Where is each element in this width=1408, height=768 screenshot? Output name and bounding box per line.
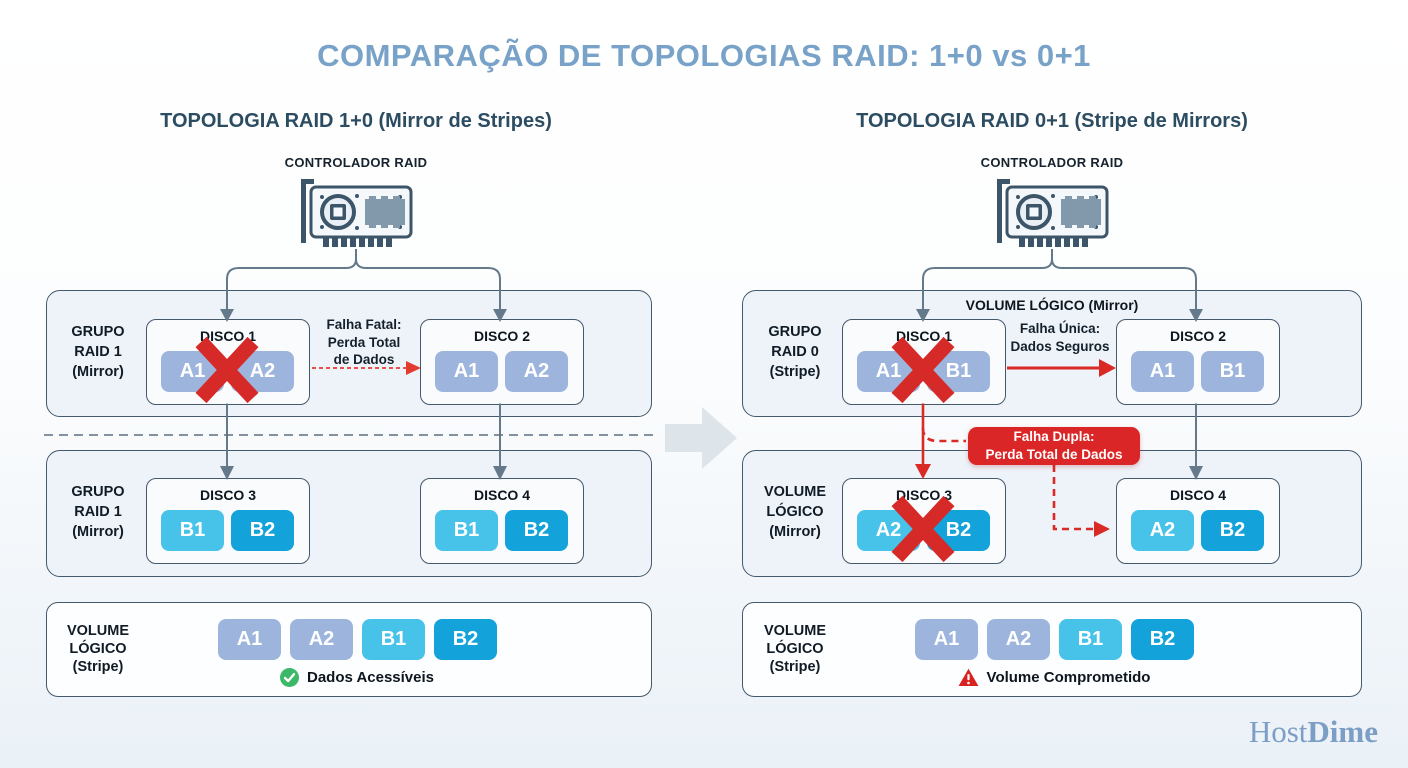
left-controller-label: CONTROLADOR RAID	[284, 155, 428, 170]
status-text: Volume Comprometido	[986, 669, 1151, 686]
hostdime-logo: HostDime	[1249, 714, 1378, 750]
right-disk3-box: DISCO 3 A2 B2	[842, 478, 1006, 564]
disk-title: DISCO 3	[895, 487, 952, 503]
left-volume-status: Dados Acessíveis	[237, 668, 477, 687]
right-group2-label: VOLUME LÓGICO (Mirror)	[763, 484, 827, 540]
right-group1-label: GRUPO RAID 0 (Stripe)	[768, 324, 822, 380]
right-logical-volume-box	[742, 602, 1362, 697]
disk-title: DISCO 2	[1169, 328, 1226, 344]
logo-dime: Dime	[1307, 714, 1378, 749]
volume-block: A2	[290, 619, 353, 660]
data-block: B2	[1201, 510, 1264, 551]
data-block: A1	[435, 351, 498, 392]
volume-block: A1	[915, 619, 978, 660]
data-block: B1	[1201, 351, 1264, 392]
disk-title: DISCO 1	[199, 328, 256, 344]
right-volume-status: Volume Comprometido	[934, 668, 1174, 687]
double-failure-badge: Falha Dupla: Perda Total de Dados	[968, 427, 1140, 465]
data-block: B1	[161, 510, 224, 551]
data-block: A1	[1131, 351, 1194, 392]
disk-title: DISCO 1	[895, 328, 952, 344]
raid-controller-card-icon	[997, 179, 1109, 247]
right-disk1-box: DISCO 1 A1 B1	[842, 319, 1006, 405]
page-title: COMPARAÇÃO DE TOPOLOGIAS RAID: 1+0 vs 0+…	[317, 38, 1091, 73]
volume-block: B2	[1131, 619, 1194, 660]
right-controller-label: CONTROLADOR RAID	[980, 155, 1124, 170]
disk-title: DISCO 3	[199, 487, 256, 503]
left-disk1-box: DISCO 1 A1 A2	[146, 319, 310, 405]
right-volume-label: VOLUME LÓGICO (Stripe)	[763, 623, 827, 675]
left-disk3-box: DISCO 3 B1 B2	[146, 478, 310, 564]
left-failure-note: Falha Fatal: Perda Total de Dados	[326, 317, 402, 367]
right-disk4-box: DISCO 4 A2 B2	[1116, 478, 1280, 564]
volume-block: B1	[1059, 619, 1122, 660]
data-block: B2	[231, 510, 294, 551]
left-topology-subtitle: TOPOLOGIA RAID 1+0 (Mirror de Stripes)	[160, 110, 552, 132]
data-block: B2	[505, 510, 568, 551]
left-disk4-box: DISCO 4 B1 B2	[420, 478, 584, 564]
left-group2-label: GRUPO RAID 1 (Mirror)	[71, 484, 125, 540]
left-volume-label: VOLUME LÓGICO (Stripe)	[66, 623, 130, 675]
left-group1-label: GRUPO RAID 1 (Mirror)	[71, 324, 125, 380]
status-text: Dados Acessíveis	[306, 669, 435, 686]
check-circle-icon	[279, 668, 299, 687]
right-topology-subtitle: TOPOLOGIA RAID 0+1 (Stripe de Mirrors)	[856, 110, 1248, 132]
data-block: B1	[927, 351, 990, 392]
data-block: A1	[857, 351, 920, 392]
logo-host: Host	[1248, 714, 1308, 749]
raid-controller-card-icon	[301, 179, 413, 247]
right-group1-header: VOLUME LÓGICO (Mirror)	[965, 297, 1139, 313]
left-disk2-box: DISCO 2 A1 A2	[420, 319, 584, 405]
disk-title: DISCO 4	[1169, 487, 1226, 503]
data-block: A2	[857, 510, 920, 551]
data-block: A2	[1131, 510, 1194, 551]
left-logical-volume-box	[46, 602, 652, 697]
data-block: A2	[231, 351, 294, 392]
data-block: A1	[161, 351, 224, 392]
volume-block: B2	[434, 619, 497, 660]
disk-title: DISCO 4	[473, 487, 530, 503]
volume-block: A2	[987, 619, 1050, 660]
warning-triangle-icon	[958, 668, 978, 686]
right-failure-note: Falha Única: Dados Seguros	[1010, 321, 1110, 354]
data-block: B2	[927, 510, 990, 551]
big-right-arrow-icon	[665, 407, 737, 469]
volume-block: A1	[218, 619, 281, 660]
right-disk2-box: DISCO 2 A1 B1	[1116, 319, 1280, 405]
data-block: B1	[435, 510, 498, 551]
volume-block: B1	[362, 619, 425, 660]
disk-title: DISCO 2	[473, 328, 530, 344]
data-block: A2	[505, 351, 568, 392]
